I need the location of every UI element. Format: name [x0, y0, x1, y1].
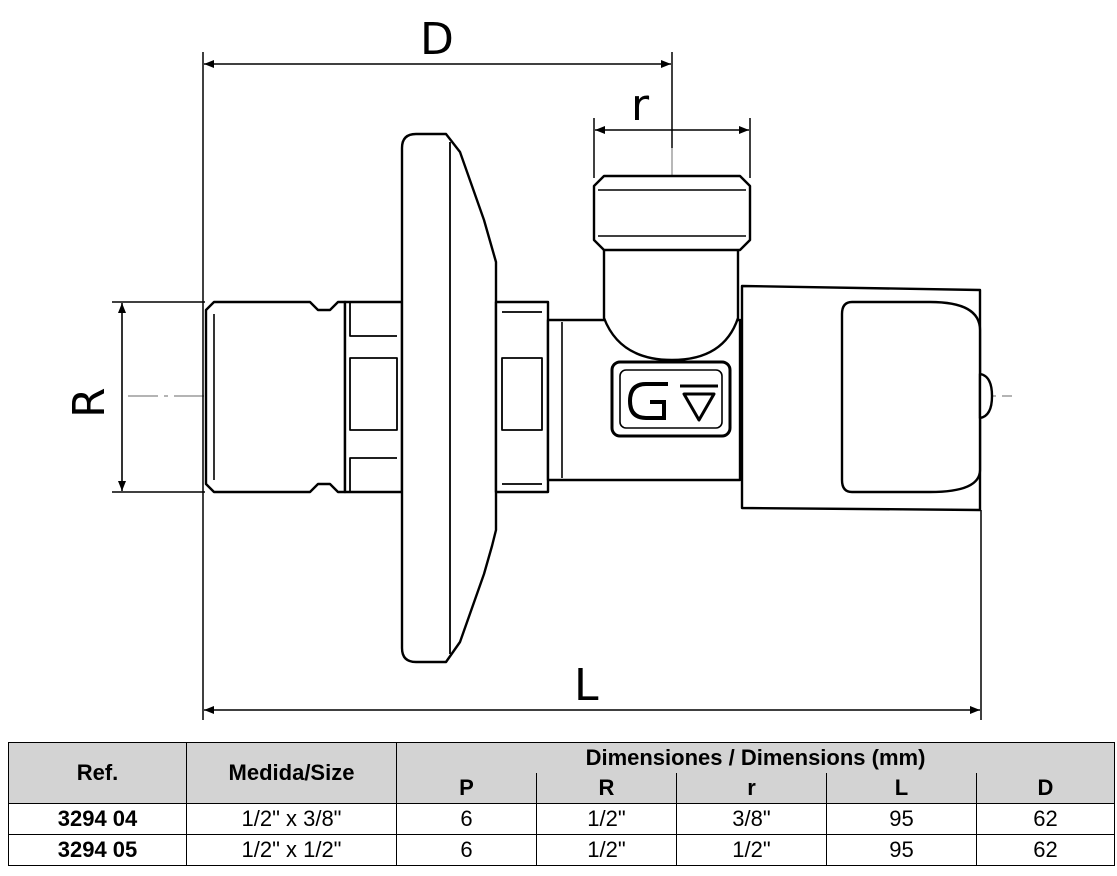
label-r: r — [631, 80, 650, 131]
label-R: R — [64, 387, 115, 418]
cell-P: 6 — [396, 803, 537, 835]
table-row: 3294 05 1/2" x 1/2" 6 1/2" 1/2" 95 62 — [8, 834, 1115, 866]
label-L: L — [574, 660, 599, 711]
cell-r: 1/2" — [676, 834, 827, 866]
dimension-lines — [118, 60, 980, 714]
gv-logo — [610, 360, 732, 438]
header-dimensions: Dimensiones / Dimensions (mm) — [396, 742, 1115, 773]
valve-body — [204, 132, 994, 664]
header-size: Medida/Size — [186, 742, 397, 804]
valve-technical-drawing: D r L R — [64, 14, 1012, 720]
outlet-neck — [602, 244, 740, 362]
cell-D: 62 — [976, 834, 1115, 866]
spindle-tip — [978, 372, 994, 420]
cell-L: 95 — [826, 803, 977, 835]
cell-R: 1/2" — [536, 803, 677, 835]
header-col-r: r — [676, 773, 827, 804]
cell-L: 95 — [826, 834, 977, 866]
header-col-P: P — [396, 773, 537, 804]
cell-D: 62 — [976, 803, 1115, 835]
header-col-R: R — [536, 773, 677, 804]
header-col-L: L — [826, 773, 977, 804]
cell-P: 6 — [396, 834, 537, 866]
extension-lines — [112, 52, 982, 720]
cell-size: 1/2" x 1/2" — [186, 834, 397, 866]
rear-hex — [494, 300, 550, 494]
cell-ref: 3294 05 — [8, 834, 187, 866]
handle-knob — [840, 300, 982, 494]
inlet-thread — [204, 300, 347, 494]
outlet-thread — [592, 174, 752, 252]
hex-nut — [343, 300, 404, 494]
table-row: 3294 04 1/2" x 3/8" 6 1/2" 3/8" 95 62 — [8, 803, 1115, 835]
cell-size: 1/2" x 3/8" — [186, 803, 397, 835]
cell-ref: 3294 04 — [8, 803, 187, 835]
label-D: D — [420, 14, 454, 65]
header-ref: Ref. — [8, 742, 187, 804]
header-col-D: D — [976, 773, 1115, 804]
cell-R: 1/2" — [536, 834, 677, 866]
cell-r: 3/8" — [676, 803, 827, 835]
dimensions-table: Ref. Medida/Size Dimensiones / Dimension… — [8, 742, 1115, 866]
escutcheon-plate — [400, 132, 498, 664]
